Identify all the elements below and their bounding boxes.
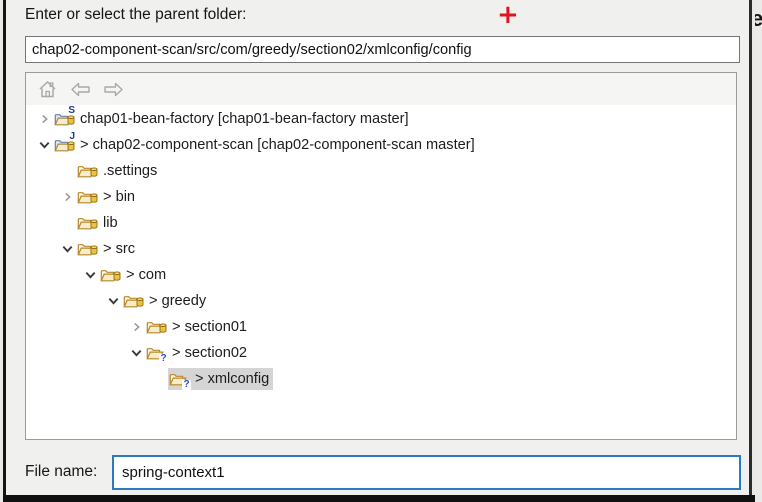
folder-icon (100, 267, 121, 285)
forward-arrow-icon[interactable] (101, 78, 125, 100)
folder-icon (77, 215, 98, 233)
tree-row[interactable]: > bin (26, 184, 736, 210)
tree-row[interactable]: ? > section02 (26, 340, 736, 366)
parent-folder-label: Enter or select the parent folder: (25, 6, 247, 23)
tree-row[interactable]: > src (26, 236, 736, 262)
file-name-label: File name: (25, 463, 98, 480)
chevron-right-icon[interactable] (59, 189, 76, 205)
tree-row-label: > bin (103, 189, 136, 205)
tree-row[interactable]: > com (26, 262, 736, 288)
home-icon[interactable] (35, 78, 59, 100)
repository-badge-icon (136, 295, 144, 311)
nature-badge: S (68, 105, 75, 116)
tree-row-label: chap01-bean-factory [chap01-bean-factory… (80, 111, 409, 127)
tree-toolbar (26, 73, 736, 105)
project-folder-icon: J (54, 132, 75, 155)
new-file-dialog: Enter or select the parent folder: + (3, 0, 752, 496)
folder-icon (123, 293, 144, 311)
expander-spacer (151, 371, 168, 387)
tree-row[interactable]: .settings (26, 158, 736, 184)
repository-badge-icon (90, 165, 98, 181)
file-name-input[interactable] (112, 455, 741, 490)
crosshair-cursor-icon: + (497, 0, 519, 30)
tree-row[interactable]: lib (26, 210, 736, 236)
expander-spacer (59, 215, 76, 231)
repository-badge-icon (90, 191, 98, 207)
chevron-down-icon[interactable] (59, 241, 76, 257)
folder-icon (77, 163, 98, 181)
nature-badge: J (69, 131, 75, 142)
repository-badge-icon (159, 321, 167, 337)
background-window-sliver: e (755, 0, 762, 495)
project-folder-icon: S (54, 106, 75, 129)
tree-row-label: .settings (103, 163, 158, 179)
chevron-down-icon[interactable] (36, 137, 53, 153)
tree-row-label: > section01 (172, 319, 248, 335)
chevron-down-icon[interactable] (105, 293, 122, 309)
chevron-right-icon[interactable] (36, 111, 53, 127)
background-partial-text: e (755, 6, 762, 31)
tree-row-label: > xmlconfig (195, 371, 270, 387)
untracked-badge-icon: ? (182, 379, 191, 390)
chevron-down-icon[interactable] (128, 345, 145, 361)
repository-badge-icon (67, 113, 75, 129)
tree-row-label: > section02 (172, 345, 248, 361)
tree-row-label: > chap02-component-scan [chap02-componen… (80, 137, 475, 153)
folder-icon (77, 241, 98, 259)
repository-badge-icon (90, 243, 98, 259)
untracked-badge-icon: ? (159, 353, 168, 364)
parent-folder-input[interactable] (25, 36, 740, 63)
folder-icon: ? (169, 371, 191, 390)
tree-row-label: > com (126, 267, 167, 283)
repository-badge-icon (113, 269, 121, 285)
tree-row[interactable]: ? > xmlconfig (26, 366, 736, 392)
folder-icon: ? (146, 345, 168, 364)
tree-row[interactable]: J > chap02-component-scan [chap02-compone… (26, 132, 736, 158)
tree-row-label: > src (103, 241, 136, 257)
window-bottom-edge (3, 495, 755, 502)
tree-row-label: lib (103, 215, 118, 231)
expander-spacer (59, 163, 76, 179)
tree-row-label: > greedy (149, 293, 207, 309)
tree-row[interactable]: > section01 (26, 314, 736, 340)
tree-row[interactable]: > greedy (26, 288, 736, 314)
folder-icon (77, 189, 98, 207)
folder-icon (146, 319, 167, 337)
chevron-right-icon[interactable] (128, 319, 145, 335)
chevron-down-icon[interactable] (82, 267, 99, 283)
repository-badge-icon (67, 139, 75, 155)
back-arrow-icon[interactable] (68, 78, 92, 100)
repository-badge-icon (90, 217, 98, 233)
